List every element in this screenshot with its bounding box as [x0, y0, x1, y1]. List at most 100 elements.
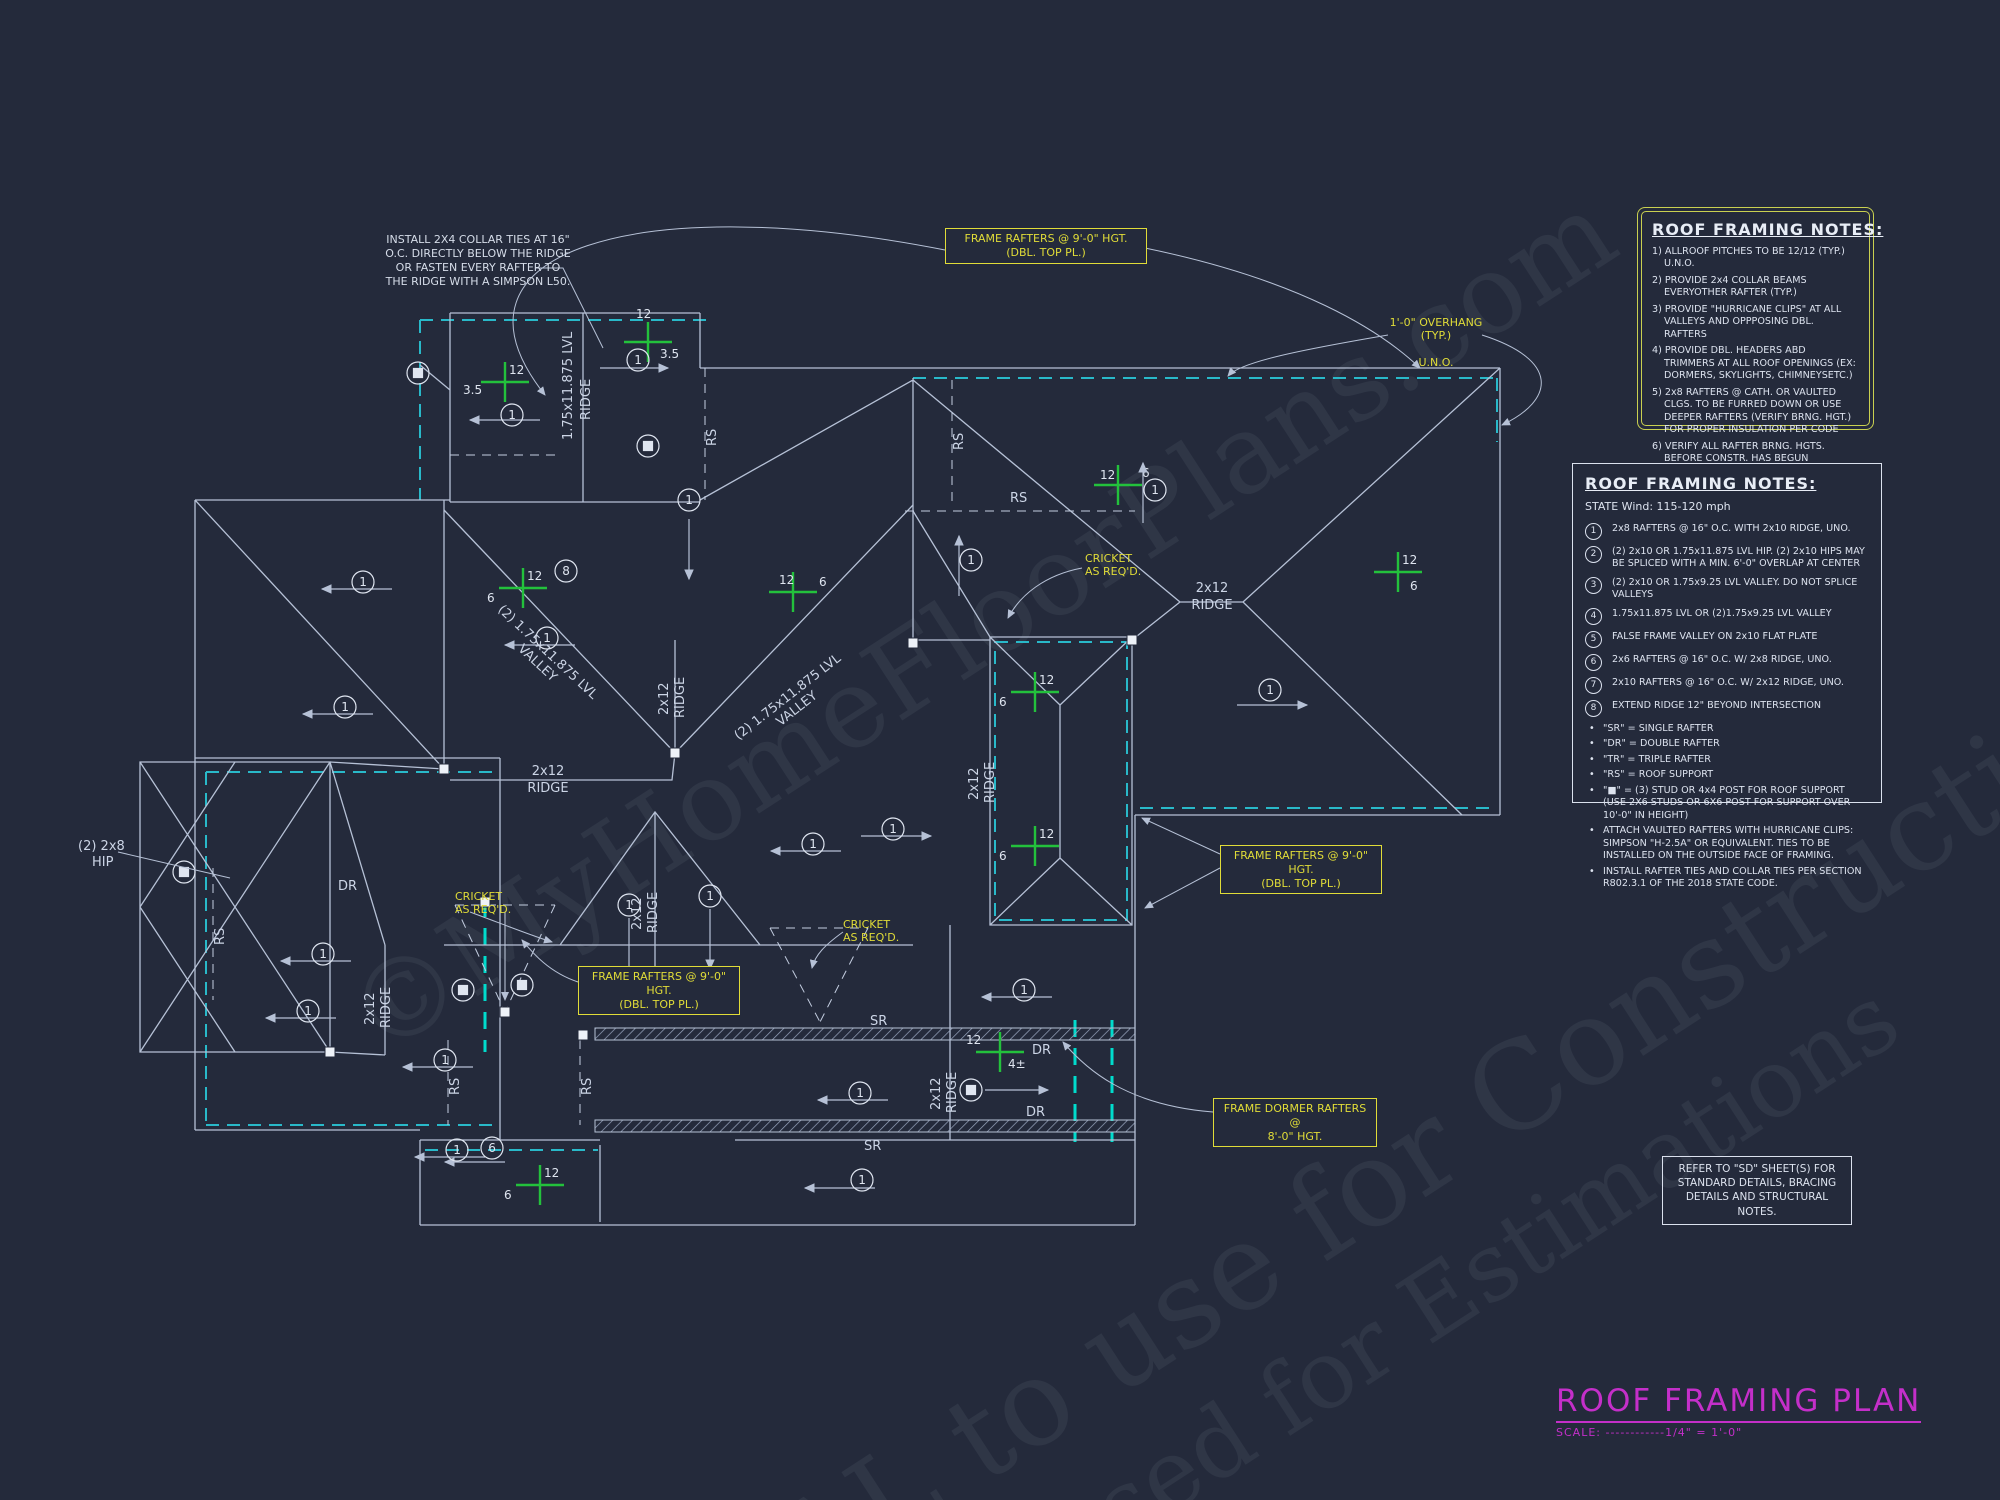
svg-text:1: 1: [625, 898, 633, 912]
svg-text:(2) 1.75x11.875 LVL: (2) 1.75x11.875 LVL: [494, 602, 600, 703]
legend-text: "SR" = SINGLE RAFTER: [1603, 722, 1714, 734]
legend-text: "■" = (3) STUD OR 4x4 POST FOR ROOF SUPP…: [1603, 784, 1851, 821]
svg-text:1: 1: [967, 553, 975, 567]
callout-line: FRAME RAFTERS @ 9'-0" HGT.: [1233, 849, 1369, 876]
svg-text:1: 1: [508, 408, 516, 422]
legend-text: "DR" = DOUBLE RAFTER: [1603, 738, 1720, 750]
svg-text:6: 6: [1410, 579, 1418, 593]
note-text: 2x6 RAFTERS @ 16" O.C. W/ 2x8 RIDGE, UNO…: [1612, 653, 1832, 665]
svg-text:RS: RS: [448, 1078, 463, 1095]
svg-text:2x12: 2x12: [630, 897, 645, 930]
numbered-note: 4 1.75x11.875 LVL OR (2)1.75x9.25 LVL VAL…: [1585, 607, 1869, 625]
svg-text:6: 6: [1142, 466, 1150, 480]
svg-text:12: 12: [779, 573, 794, 587]
bullet: •: [1589, 825, 1595, 837]
callout-cricket-3: CRICKET AS REQ'D.: [843, 918, 900, 945]
svg-text:1: 1: [304, 1004, 312, 1018]
callout-line: FRAME RAFTERS @ 9'-0" HGT.: [591, 970, 727, 997]
callout-frame-rafters-right: FRAME RAFTERS @ 9'-0" HGT. (DBL. TOP PL.…: [1220, 845, 1382, 895]
legend-item: •"RS" = ROOF SUPPORT: [1585, 769, 1869, 781]
callout-line: FRAME DORMER RAFTERS @: [1223, 1102, 1367, 1129]
svg-text:12: 12: [527, 569, 542, 583]
notes1-title: ROOF FRAMING NOTES:: [1652, 220, 1884, 239]
note-item: 3) PROVIDE "HURRICANE CLIPS" AT ALL VALL…: [1652, 303, 1842, 340]
refer-sd-box: REFER TO "SD" SHEET(S) FOR STANDARD DETA…: [1662, 1156, 1852, 1225]
wall-lines-dashed: [205, 319, 1498, 1151]
svg-text:RIDGE: RIDGE: [527, 781, 568, 796]
callout-frame-dormer: FRAME DORMER RAFTERS @ 8'-0" HGT.: [1213, 1098, 1377, 1148]
dormer-wall-bands: [594, 1027, 1136, 1133]
svg-text:4±: 4±: [1008, 1057, 1026, 1071]
svg-text:6: 6: [999, 849, 1007, 863]
svg-text:1: 1: [359, 575, 367, 589]
leader-lines: [117, 226, 1542, 1113]
legend-item: •INSTALL RAFTER TIES AND COLLAR TIES PER…: [1585, 866, 1869, 891]
svg-text:(2) 2x8: (2) 2x8: [78, 839, 125, 854]
note-text: EXTEND RIDGE 12" BEYOND INTERSECTION: [1612, 699, 1822, 711]
notes1-list: 1) ALLROOF PITCHES TO BE 12/12 (TYP.) U.…: [1652, 246, 1859, 466]
note-text: 1.75x11.875 LVL OR (2)1.75x9.25 LVL VALL…: [1612, 607, 1832, 619]
note-item: 5) 2x8 RAFTERS @ CATH. OR VAULTED CLGS. …: [1652, 386, 1852, 436]
roof-support-markers: [172, 361, 983, 1102]
note-number: 1: [1585, 523, 1602, 540]
svg-text:1: 1: [889, 822, 897, 836]
svg-text:RS: RS: [1010, 491, 1027, 506]
svg-text:RIDGE: RIDGE: [646, 892, 661, 933]
bullet: •: [1589, 738, 1595, 750]
bullet: •: [1589, 769, 1595, 781]
svg-text:RIDGE: RIDGE: [983, 762, 998, 803]
svg-text:1.75x11.875 LVL: 1.75x11.875 LVL: [561, 331, 576, 440]
svg-text:6: 6: [819, 575, 827, 589]
callout-overhang: 1'-0" OVERHANG (TYP.) U.N.O.: [1376, 303, 1496, 382]
svg-text:RIDGE: RIDGE: [379, 987, 394, 1028]
svg-text:RS: RS: [952, 433, 967, 450]
note-number: 4: [1585, 607, 1602, 625]
svg-text:12: 12: [966, 1033, 981, 1047]
svg-text:SR: SR: [864, 1139, 881, 1154]
svg-text:2x12: 2x12: [657, 682, 672, 715]
callout-cricket-1: CRICKET AS REQ'D.: [1085, 552, 1142, 579]
note-text: (2) 2x10 OR 1.75x9.25 LVL VALLEY. DO NOT…: [1612, 576, 1858, 601]
svg-text:2x12: 2x12: [967, 767, 982, 800]
note-number: 5: [1585, 630, 1602, 648]
callout-frame-rafters-top: FRAME RAFTERS @ 9'-0" HGT. (DBL. TOP PL.…: [945, 228, 1147, 264]
legend-text: "TR" = TRIPLE RAFTER: [1603, 753, 1711, 765]
svg-text:12: 12: [509, 363, 524, 377]
callout-line: (DBL. TOP PL.): [1261, 876, 1341, 890]
svg-text:12: 12: [544, 1166, 559, 1180]
svg-text:(2) 1.75x11.875 LVL: (2) 1.75x11.875 LVL: [732, 651, 845, 744]
roof-framing-notes-box-1: ROOF FRAMING NOTES: 1) ALLROOF PITCHES T…: [1637, 207, 1884, 464]
note-text: (2) 2x10 OR 1.75x11.875 LVL HIP. (2) 2x1…: [1612, 546, 1865, 570]
numbered-note: 3(2) 2x10 OR 1.75x9.25 LVL VALLEY. DO NO…: [1585, 576, 1869, 602]
svg-text:1: 1: [809, 837, 817, 851]
bullet: •: [1589, 722, 1595, 734]
svg-text:1: 1: [543, 631, 551, 645]
svg-text:DR: DR: [1026, 1105, 1045, 1120]
svg-text:2x12: 2x12: [929, 1077, 944, 1110]
svg-text:1: 1: [453, 1143, 461, 1157]
svg-text:RS: RS: [705, 429, 720, 446]
svg-text:1: 1: [441, 1053, 449, 1067]
svg-text:1: 1: [1151, 483, 1159, 497]
svg-text:6: 6: [999, 695, 1007, 709]
note-item: 2) PROVIDE 2x4 COLLAR BEAMS EVERYOTHER R…: [1652, 274, 1807, 299]
svg-text:1: 1: [319, 947, 327, 961]
callout-line: (DBL. TOP PL.): [619, 997, 699, 1011]
legend-item: • "DR" = DOUBLE RAFTER: [1585, 738, 1869, 750]
sheet-scale: SCALE: ------------1/4" = 1'-0": [1556, 1426, 1743, 1439]
svg-text:6: 6: [488, 1141, 496, 1155]
svg-text:12: 12: [1402, 553, 1417, 567]
notes2-subtitle: STATE Wind: 115-120 mph: [1585, 500, 1731, 513]
note-number: 2: [1585, 546, 1602, 563]
callout-frame-rafters-bottom: FRAME RAFTERS @ 9'-0" HGT. (DBL. TOP PL.…: [578, 966, 740, 1016]
svg-text:1: 1: [856, 1086, 864, 1100]
svg-text:12: 12: [1039, 827, 1054, 841]
legend-item: •"TR" = TRIPLE RAFTER: [1585, 754, 1869, 766]
svg-text:RIDGE: RIDGE: [1191, 598, 1232, 613]
roof-framing-notes-box-2: ROOF FRAMING NOTES: STATE Wind: 115-120 …: [1572, 463, 1882, 889]
